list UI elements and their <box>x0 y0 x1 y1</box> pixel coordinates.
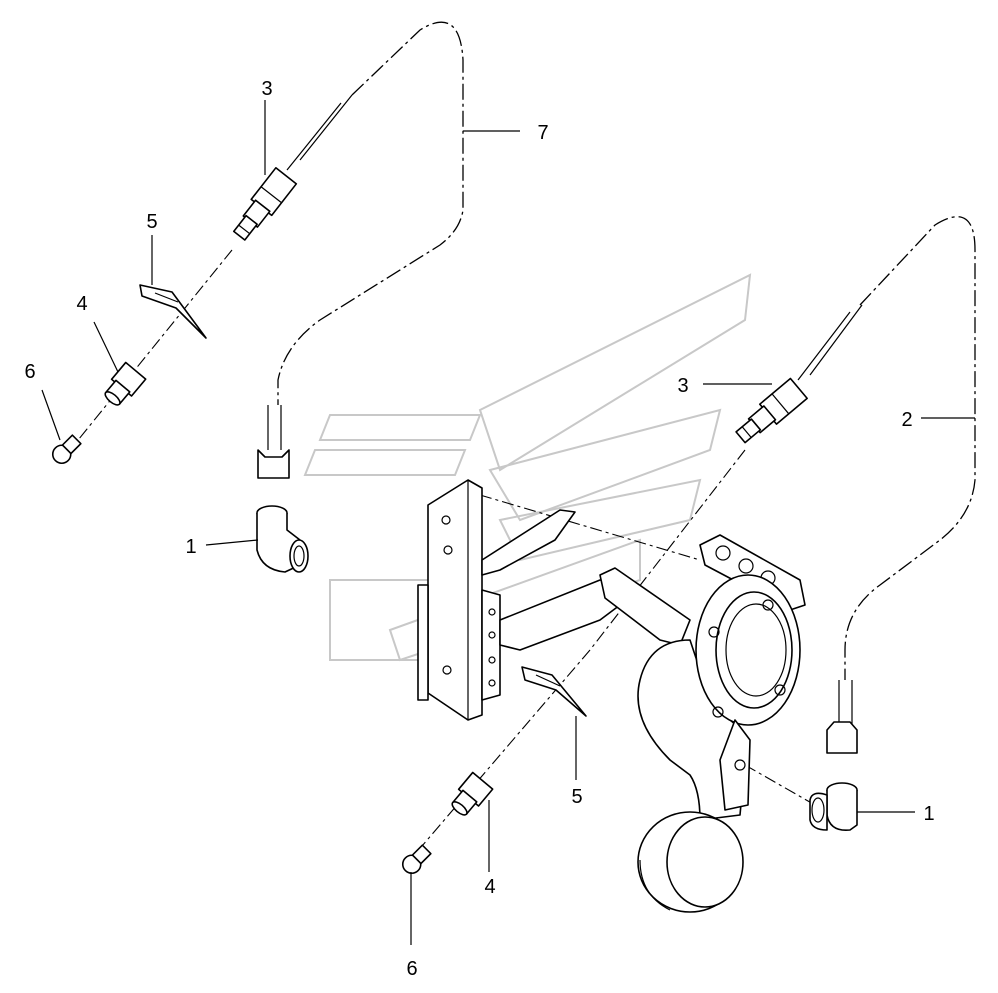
hose-fitting-3-left <box>232 167 298 241</box>
callout-6-left: 6 <box>24 361 35 383</box>
hose-2-end-lines <box>797 304 863 730</box>
pivot-arm-housing <box>599 534 806 913</box>
shield-plate-5-left <box>139 284 207 339</box>
elbow-fitting-1-left <box>256 449 309 573</box>
axis-elbow-right <box>744 764 816 806</box>
callout-5-left: 5 <box>146 211 157 233</box>
callout-3-right: 3 <box>677 375 688 397</box>
hose-fitting-3-right <box>735 377 808 444</box>
nipple-4-right <box>451 771 494 816</box>
callout-3-left: 3 <box>261 78 272 100</box>
callout-4-left: 4 <box>76 293 87 315</box>
callout-1-right: 1 <box>923 803 934 825</box>
callout-1-left: 1 <box>185 536 196 558</box>
callout-2: 2 <box>901 409 912 431</box>
axis-bracket <box>479 494 701 561</box>
axis-left-upper <box>69 249 233 451</box>
callout-5-right: 5 <box>571 786 582 808</box>
hose-7-line <box>277 21 464 405</box>
nipple-4-left <box>104 361 147 406</box>
elbow-fitting-1-right <box>809 721 858 832</box>
shield-plate-5-right <box>521 666 587 717</box>
callout-7: 7 <box>537 122 548 144</box>
leader-lines <box>41 100 975 945</box>
hose-2-line <box>844 216 976 680</box>
callout-4-right: 4 <box>484 876 495 898</box>
callout-6-right: 6 <box>406 958 417 980</box>
grease-nipple-6-left <box>51 434 82 465</box>
hose-7-end-lines <box>267 94 353 450</box>
grease-nipple-6-right <box>401 844 432 875</box>
watermark-logo <box>303 273 752 662</box>
